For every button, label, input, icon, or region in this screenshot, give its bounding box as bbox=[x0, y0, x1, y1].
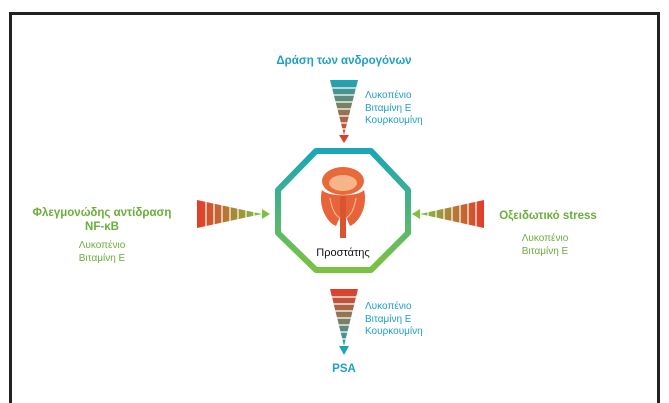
left-title-line2: NF-κB bbox=[85, 221, 119, 234]
top-title: Δράση των ανδρογόνων bbox=[276, 55, 412, 67]
center-label: Προστάτης bbox=[316, 247, 370, 259]
bottom-arrow bbox=[328, 289, 360, 355]
diagram-frame bbox=[9, 12, 660, 403]
bottom-item: Κουρκουμίνη bbox=[365, 326, 423, 337]
left-item: Λυκοπένιο bbox=[78, 240, 126, 251]
bottom-item: Βιταμίνη Ε bbox=[365, 313, 412, 325]
left-items: Λυκοπένιο Βιταμίνη Ε bbox=[62, 240, 142, 265]
left-arrow bbox=[197, 198, 270, 230]
top-items: Λυκοπένιο Βιταμίνη Ε Κουρκουμίνη bbox=[365, 90, 455, 128]
top-item: Λυκοπένιο bbox=[365, 90, 412, 101]
right-arrow bbox=[412, 198, 484, 230]
right-items: Λυκοπένιο Βιταμίνη Ε bbox=[505, 233, 585, 258]
top-item: Κουρκουμίνη bbox=[365, 115, 423, 126]
bottom-title: PSA bbox=[332, 363, 356, 375]
right-title: Οξειδωτικό stress bbox=[499, 210, 597, 222]
right-item: Λυκοπένιο bbox=[521, 233, 569, 244]
left-title: Φλεγμονώδης αντίδραση NF-κB bbox=[22, 206, 182, 235]
left-item: Βιταμίνη Ε bbox=[78, 252, 126, 264]
bottom-item: Λυκοπένιο bbox=[365, 301, 412, 312]
left-title-line1: Φλεγμονώδης αντίδραση bbox=[32, 207, 172, 219]
right-item: Βιταμίνη Ε bbox=[521, 245, 569, 257]
bottom-items: Λυκοπένιο Βιταμίνη Ε Κουρκουμίνη bbox=[365, 301, 455, 339]
top-arrow bbox=[328, 80, 360, 143]
octagon-outline bbox=[275, 148, 411, 273]
prostate-organ-icon bbox=[320, 167, 366, 238]
top-item: Βιταμίνη Ε bbox=[365, 102, 412, 114]
